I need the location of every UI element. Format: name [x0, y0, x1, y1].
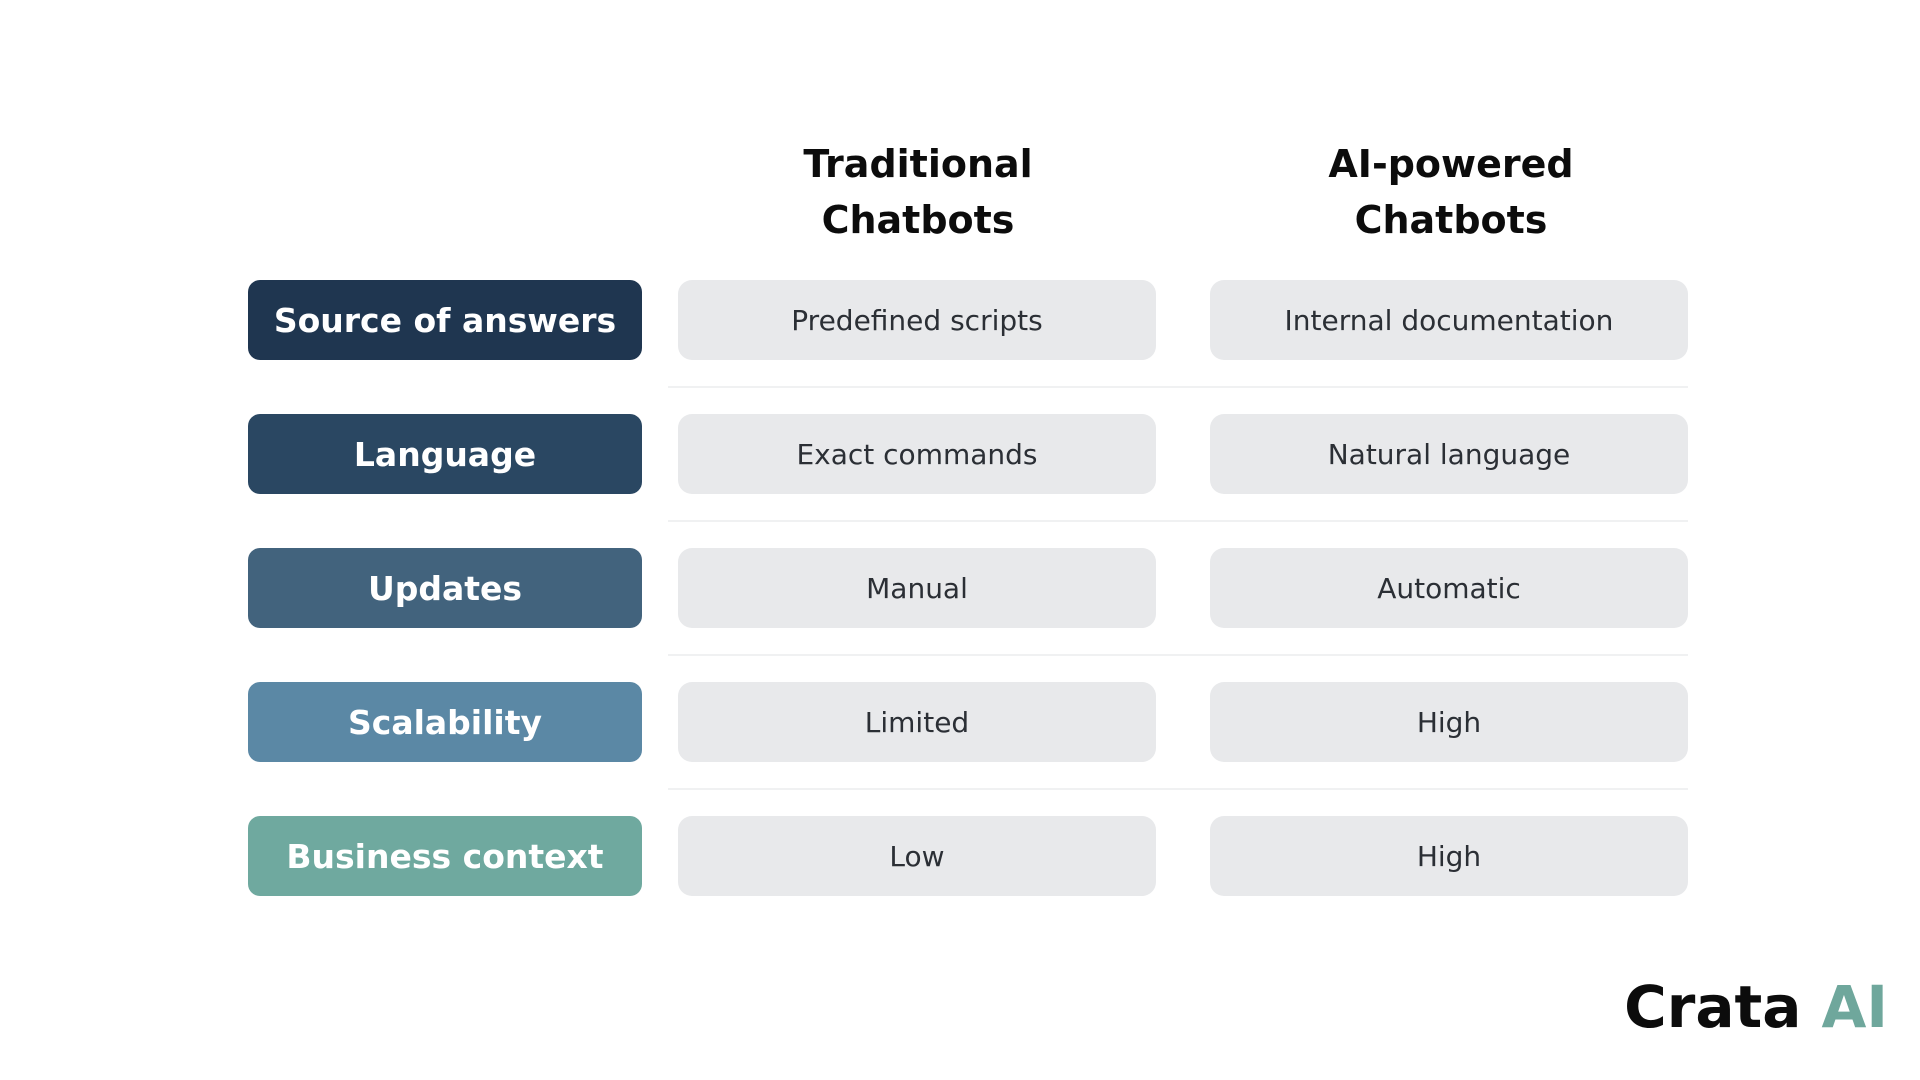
row-label-language: Language [248, 414, 642, 494]
logo-accent-text: AI [1821, 973, 1888, 1041]
cell-ai-powered: High [1210, 682, 1688, 762]
row-label-scalability: Scalability [248, 682, 642, 762]
comparison-row: Business context Low High [248, 816, 1688, 896]
cell-traditional: Manual [678, 548, 1156, 628]
cell-ai-powered: Internal documentation [1210, 280, 1688, 360]
cell-traditional: Predefined scripts [678, 280, 1156, 360]
row-divider [668, 654, 1688, 656]
cell-traditional: Low [678, 816, 1156, 896]
column-header-ai-powered: AI-powered Chatbots [1328, 142, 1574, 242]
row-label-source-of-answers: Source of answers [248, 280, 642, 360]
row-label-business-context: Business context [248, 816, 642, 896]
comparison-row: Scalability Limited High [248, 682, 1688, 762]
cell-ai-powered: High [1210, 816, 1688, 896]
row-divider [668, 386, 1688, 388]
cell-traditional: Exact commands [678, 414, 1156, 494]
cell-ai-powered: Natural language [1210, 414, 1688, 494]
cell-traditional: Limited [678, 682, 1156, 762]
crata-ai-logo: Crata AI [1624, 972, 1888, 1042]
comparison-row: Updates Manual Automatic [248, 548, 1688, 628]
cell-ai-powered: Automatic [1210, 548, 1688, 628]
row-divider [668, 520, 1688, 522]
row-label-updates: Updates [248, 548, 642, 628]
logo-main-text: Crata [1624, 973, 1822, 1041]
comparison-row: Source of answers Predefined scripts Int… [248, 280, 1688, 360]
column-header-traditional: Traditional Chatbots [803, 142, 1033, 242]
comparison-row: Language Exact commands Natural language [248, 414, 1688, 494]
row-divider [668, 788, 1688, 790]
